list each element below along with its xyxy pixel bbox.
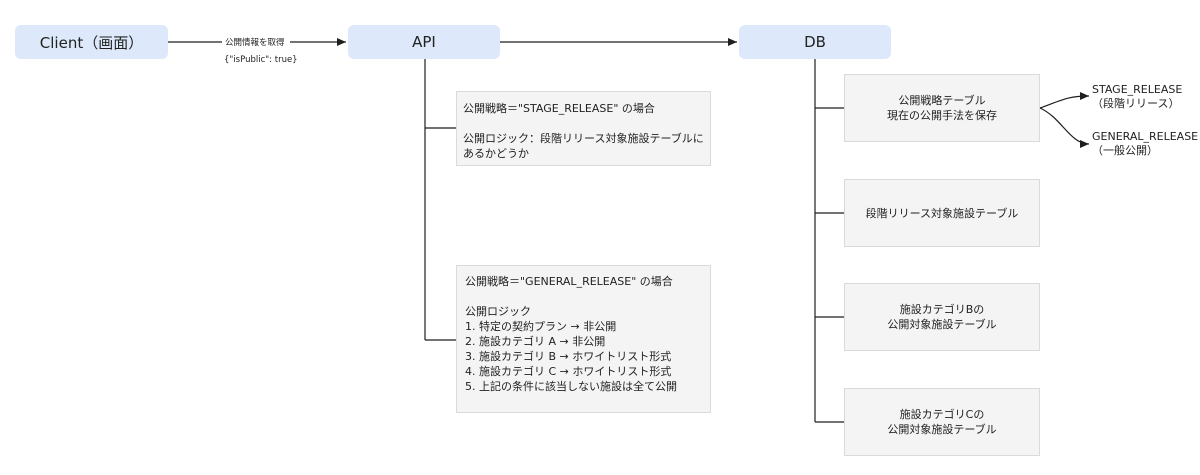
note-line: 公開戦略＝"STAGE_RELEASE" の場合	[463, 102, 655, 115]
db-table-category-b-facilities: 施設カテゴリBの 公開対象施設テーブル	[844, 283, 1040, 351]
table-label: 現在の公開手法を保存	[887, 109, 997, 122]
strategy-stage-release: STAGE_RELEASE （段階リリース）	[1092, 83, 1182, 111]
table-label: 施設カテゴリBの	[899, 303, 985, 316]
note-general-release-logic: 公開戦略＝"GENERAL_RELEASE" の場合 公開ロジック 1. 特定の…	[456, 265, 711, 413]
edge-param-is-public: {"isPublic": true}	[224, 55, 298, 65]
table-label: 公開対象施設テーブル	[887, 423, 997, 436]
note-line	[463, 116, 704, 131]
strategy-name: STAGE_RELEASE	[1092, 83, 1183, 96]
note-line: 公開ロジック	[465, 305, 531, 318]
strategy-description: （一般公開）	[1092, 144, 1158, 157]
api-node: API	[348, 25, 500, 59]
note-line: 1. 特定の契約プラン → 非公開	[465, 320, 617, 333]
note-line: 4. 施設カテゴリ C → ホワイトリスト形式	[465, 365, 672, 378]
note-line: 公開ロジック：段階リリース対象施設テーブルに	[463, 132, 704, 145]
edge-label-fetch-public-info: 公開情報を取得	[225, 38, 285, 48]
arrow-to-stage-release	[1039, 92, 1090, 109]
table-label: 公開戦略テーブル	[898, 94, 986, 107]
note-line: あるかどうか	[463, 147, 529, 160]
note-line: 公開戦略＝"GENERAL_RELEASE" の場合	[465, 275, 673, 288]
table-label: 施設カテゴリCの	[899, 408, 985, 421]
arrow-to-general-release	[1039, 107, 1090, 148]
strategy-name: GENERAL_RELEASE	[1092, 130, 1199, 143]
table-label: 公開対象施設テーブル	[887, 318, 997, 331]
db-node: DB	[739, 25, 891, 59]
db-table-stage-release-facilities: 段階リリース対象施設テーブル	[844, 179, 1040, 247]
note-line	[465, 289, 702, 304]
note-stage-release-logic: 公開戦略＝"STAGE_RELEASE" の場合 公開ロジック：段階リリース対象…	[456, 91, 711, 166]
strategy-description: （段階リリース）	[1092, 97, 1180, 110]
client-node: Client（画面）	[15, 25, 168, 59]
note-line: 3. 施設カテゴリ B → ホワイトリスト形式	[465, 350, 672, 363]
db-table-release-strategy: 公開戦略テーブル 現在の公開手法を保存	[844, 74, 1040, 142]
note-line: 5. 上記の条件に該当しない施設は全て公開	[465, 380, 677, 393]
note-line: 2. 施設カテゴリ A → 非公開	[465, 335, 606, 348]
strategy-general-release: GENERAL_RELEASE （一般公開）	[1092, 130, 1198, 158]
db-table-category-c-facilities: 施設カテゴリCの 公開対象施設テーブル	[844, 388, 1040, 456]
table-label: 段階リリース対象施設テーブル	[865, 206, 1019, 220]
